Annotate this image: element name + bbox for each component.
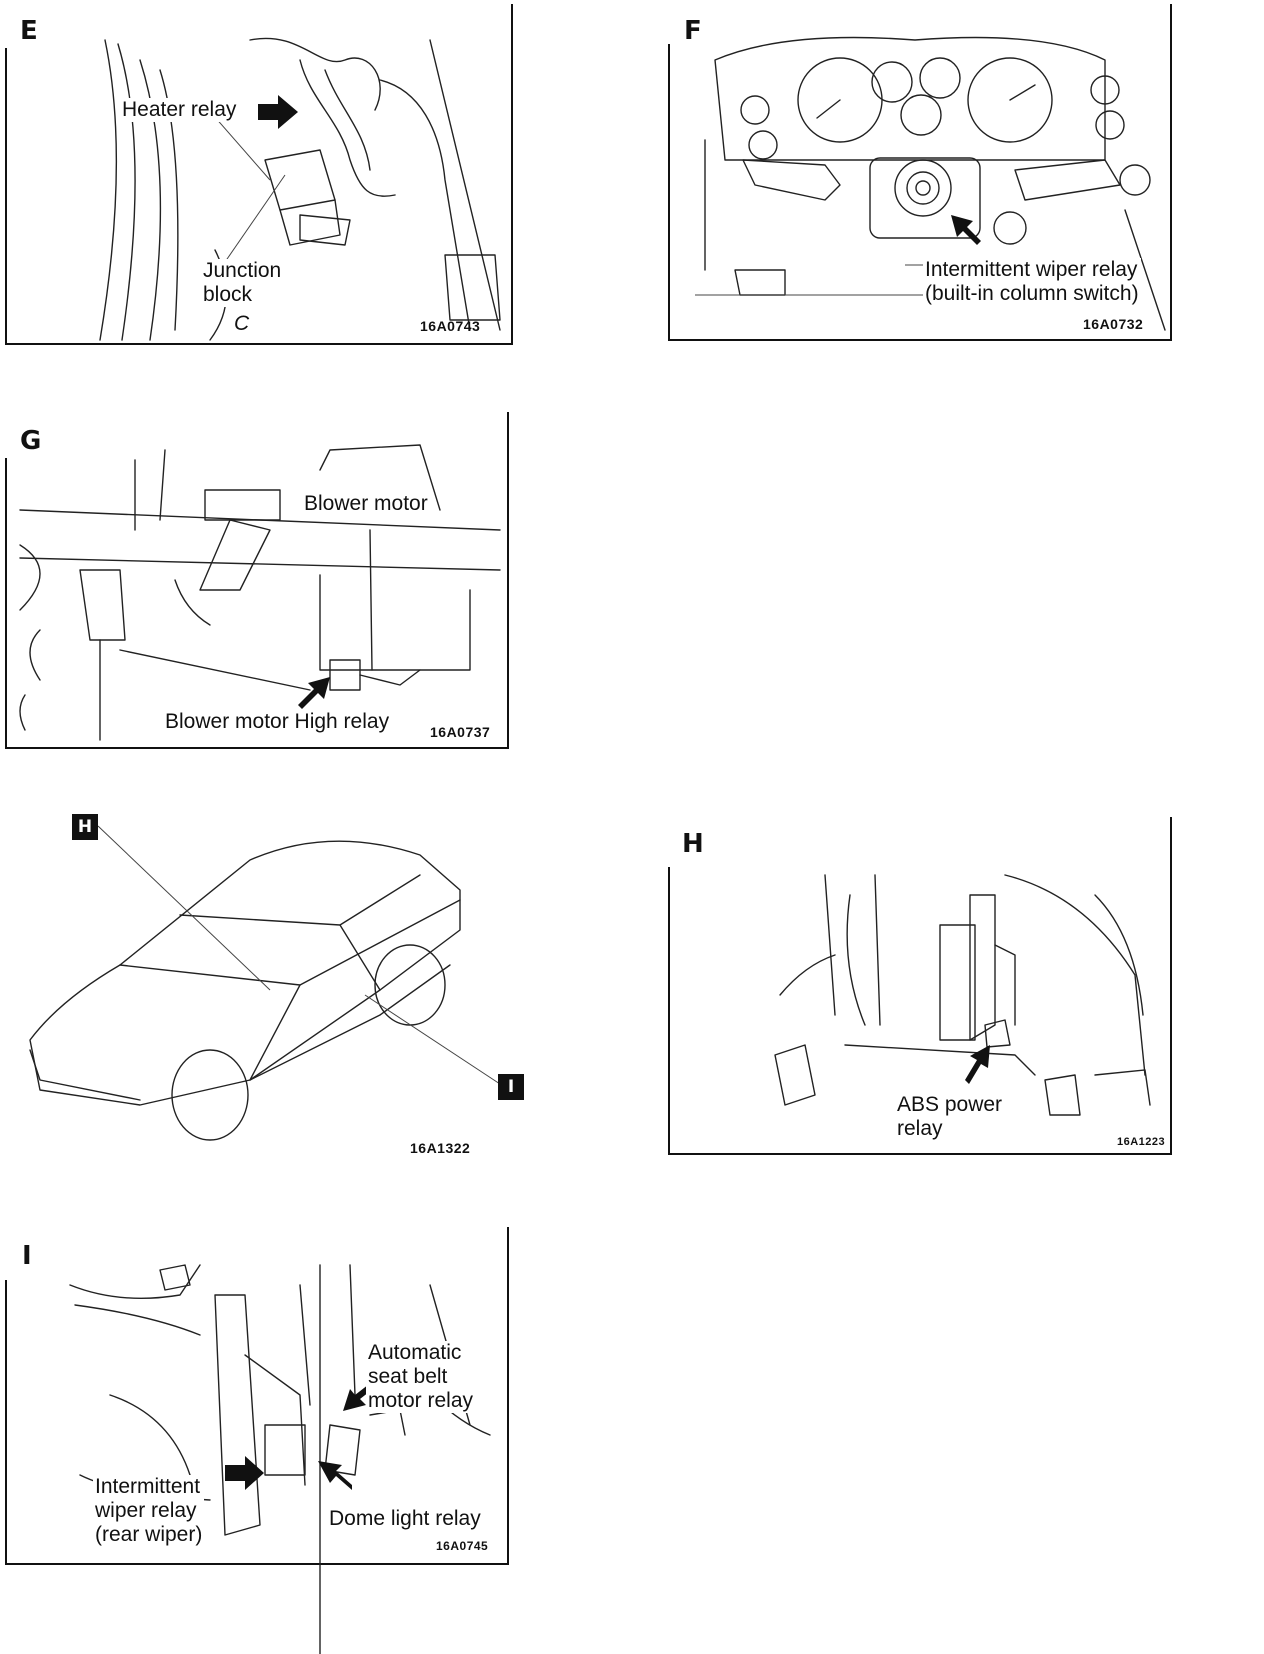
rear-wiper-relay-label: Intermittent wiper relay (rear wiper) bbox=[93, 1475, 205, 1547]
panel-g: G Blower motor Blower motor High relay 1… bbox=[0, 410, 520, 755]
blower-relay-arrow bbox=[298, 677, 330, 709]
intermittent-wiper-relay-label: Intermittent wiper relay (built-in colum… bbox=[923, 258, 1141, 306]
car-drawing bbox=[29, 825, 501, 1141]
blower-motor-label: Blower motor bbox=[302, 492, 430, 516]
panel-f: F Intermittent wiper relay (built-in col… bbox=[665, 0, 1185, 345]
dome-light-relay-label: Dome light relay bbox=[327, 1507, 483, 1531]
panel-h-drawing bbox=[668, 817, 1172, 1155]
panel-h-letter: H bbox=[682, 829, 704, 859]
seat-belt-relay-label: Automatic seat belt motor relay bbox=[366, 1341, 476, 1413]
abs-power-relay-label: ABS power relay bbox=[895, 1093, 1005, 1141]
panel-g-code: 16A0737 bbox=[430, 724, 491, 740]
junction-block-label: Junction block bbox=[201, 259, 284, 307]
panel-e-letter: E bbox=[20, 16, 38, 46]
car-overview: H I 16A1322 bbox=[0, 800, 540, 1160]
stray-mark: C bbox=[234, 312, 250, 335]
dome-light-arrow bbox=[318, 1461, 352, 1490]
blower-high-relay-label: Blower motor High relay bbox=[163, 710, 392, 734]
heater-relay-label: Heater relay bbox=[120, 98, 239, 122]
car-tag-h: H bbox=[72, 814, 98, 840]
rear-wiper-arrow bbox=[225, 1456, 264, 1490]
panel-f-drawing bbox=[668, 4, 1172, 341]
panel-i-letter: I bbox=[22, 1241, 32, 1271]
panel-e-drawing bbox=[5, 4, 513, 345]
panel-i-code: 16A0745 bbox=[436, 1539, 489, 1553]
heater-relay-arrow bbox=[258, 95, 298, 129]
car-code: 16A1322 bbox=[410, 1140, 471, 1156]
panel-i: I Automatic seat belt motor relay Interm… bbox=[0, 1225, 520, 1654]
panel-e-code: 16A0743 bbox=[420, 318, 481, 334]
panel-f-letter: F bbox=[684, 16, 702, 46]
panel-f-code: 16A0732 bbox=[1083, 316, 1144, 332]
panel-g-drawing bbox=[5, 412, 509, 749]
panel-h: H ABS power relay 16A1223 bbox=[665, 815, 1185, 1160]
panel-g-letter: G bbox=[20, 426, 42, 456]
abs-relay-arrow bbox=[965, 1045, 990, 1084]
car-tag-i: I bbox=[498, 1074, 524, 1100]
panel-e: E Heater relay Junction block C 16A0743 bbox=[0, 0, 520, 350]
panel-h-code: 16A1223 bbox=[1117, 1136, 1166, 1148]
wiper-relay-arrow bbox=[951, 215, 981, 245]
